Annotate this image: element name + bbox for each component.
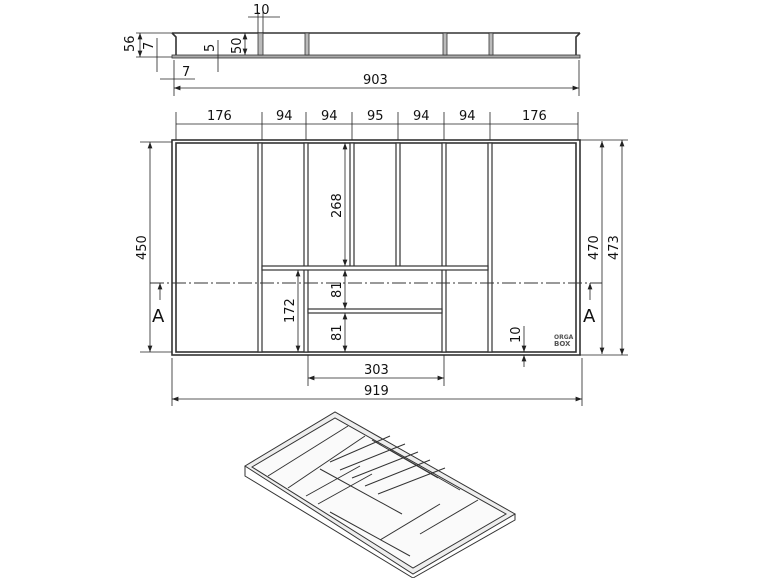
dim-short-slot: 172	[283, 298, 298, 323]
logo: ORGA BOX	[554, 334, 574, 348]
dim-tray-width: 303	[364, 363, 389, 378]
dim-inner-height: 50	[230, 37, 245, 54]
isometric-view	[244, 411, 516, 578]
dim-base-thickness: 5	[203, 44, 218, 52]
dim-long-slot: 268	[330, 193, 345, 218]
dim-depth-470: 470	[587, 235, 602, 260]
dim-length: 903	[363, 73, 388, 88]
section-marker-left: A	[152, 306, 165, 327]
dim-top-1: 94	[276, 109, 293, 124]
dim-top-0: 176	[207, 109, 232, 124]
svg-text:BOX: BOX	[554, 340, 571, 348]
dim-top-6: 176	[522, 109, 547, 124]
dim-small-slot-2: 81	[330, 324, 345, 341]
top-dimensions: 176 94 94 95 94 94 176	[175, 109, 579, 140]
dim-inner-depth: 450	[135, 235, 150, 260]
dim-total-height: 56	[123, 35, 138, 52]
dim-top-3: 95	[367, 109, 384, 124]
section-marker-right: A	[583, 306, 596, 327]
dim-wall-width: 10	[253, 3, 270, 18]
dim-small-slot-1: 81	[330, 281, 345, 298]
dim-top-2: 94	[321, 109, 338, 124]
dim-wall-thickness: 7	[182, 65, 190, 80]
dim-top-5: 94	[459, 109, 476, 124]
section-view: 10 56 7 5 50 7 903	[123, 3, 581, 96]
dim-outer-width: 919	[364, 384, 389, 399]
dim-base-offset: 7	[142, 42, 157, 50]
svg-text:ORGA: ORGA	[554, 334, 574, 341]
dim-bottom-gap: 10	[509, 326, 524, 343]
plan-view: A A 176 94 94 95 94 94 176 450 470 473 2…	[135, 109, 628, 406]
dim-outer-depth: 473	[607, 235, 622, 260]
dim-top-4: 94	[413, 109, 430, 124]
